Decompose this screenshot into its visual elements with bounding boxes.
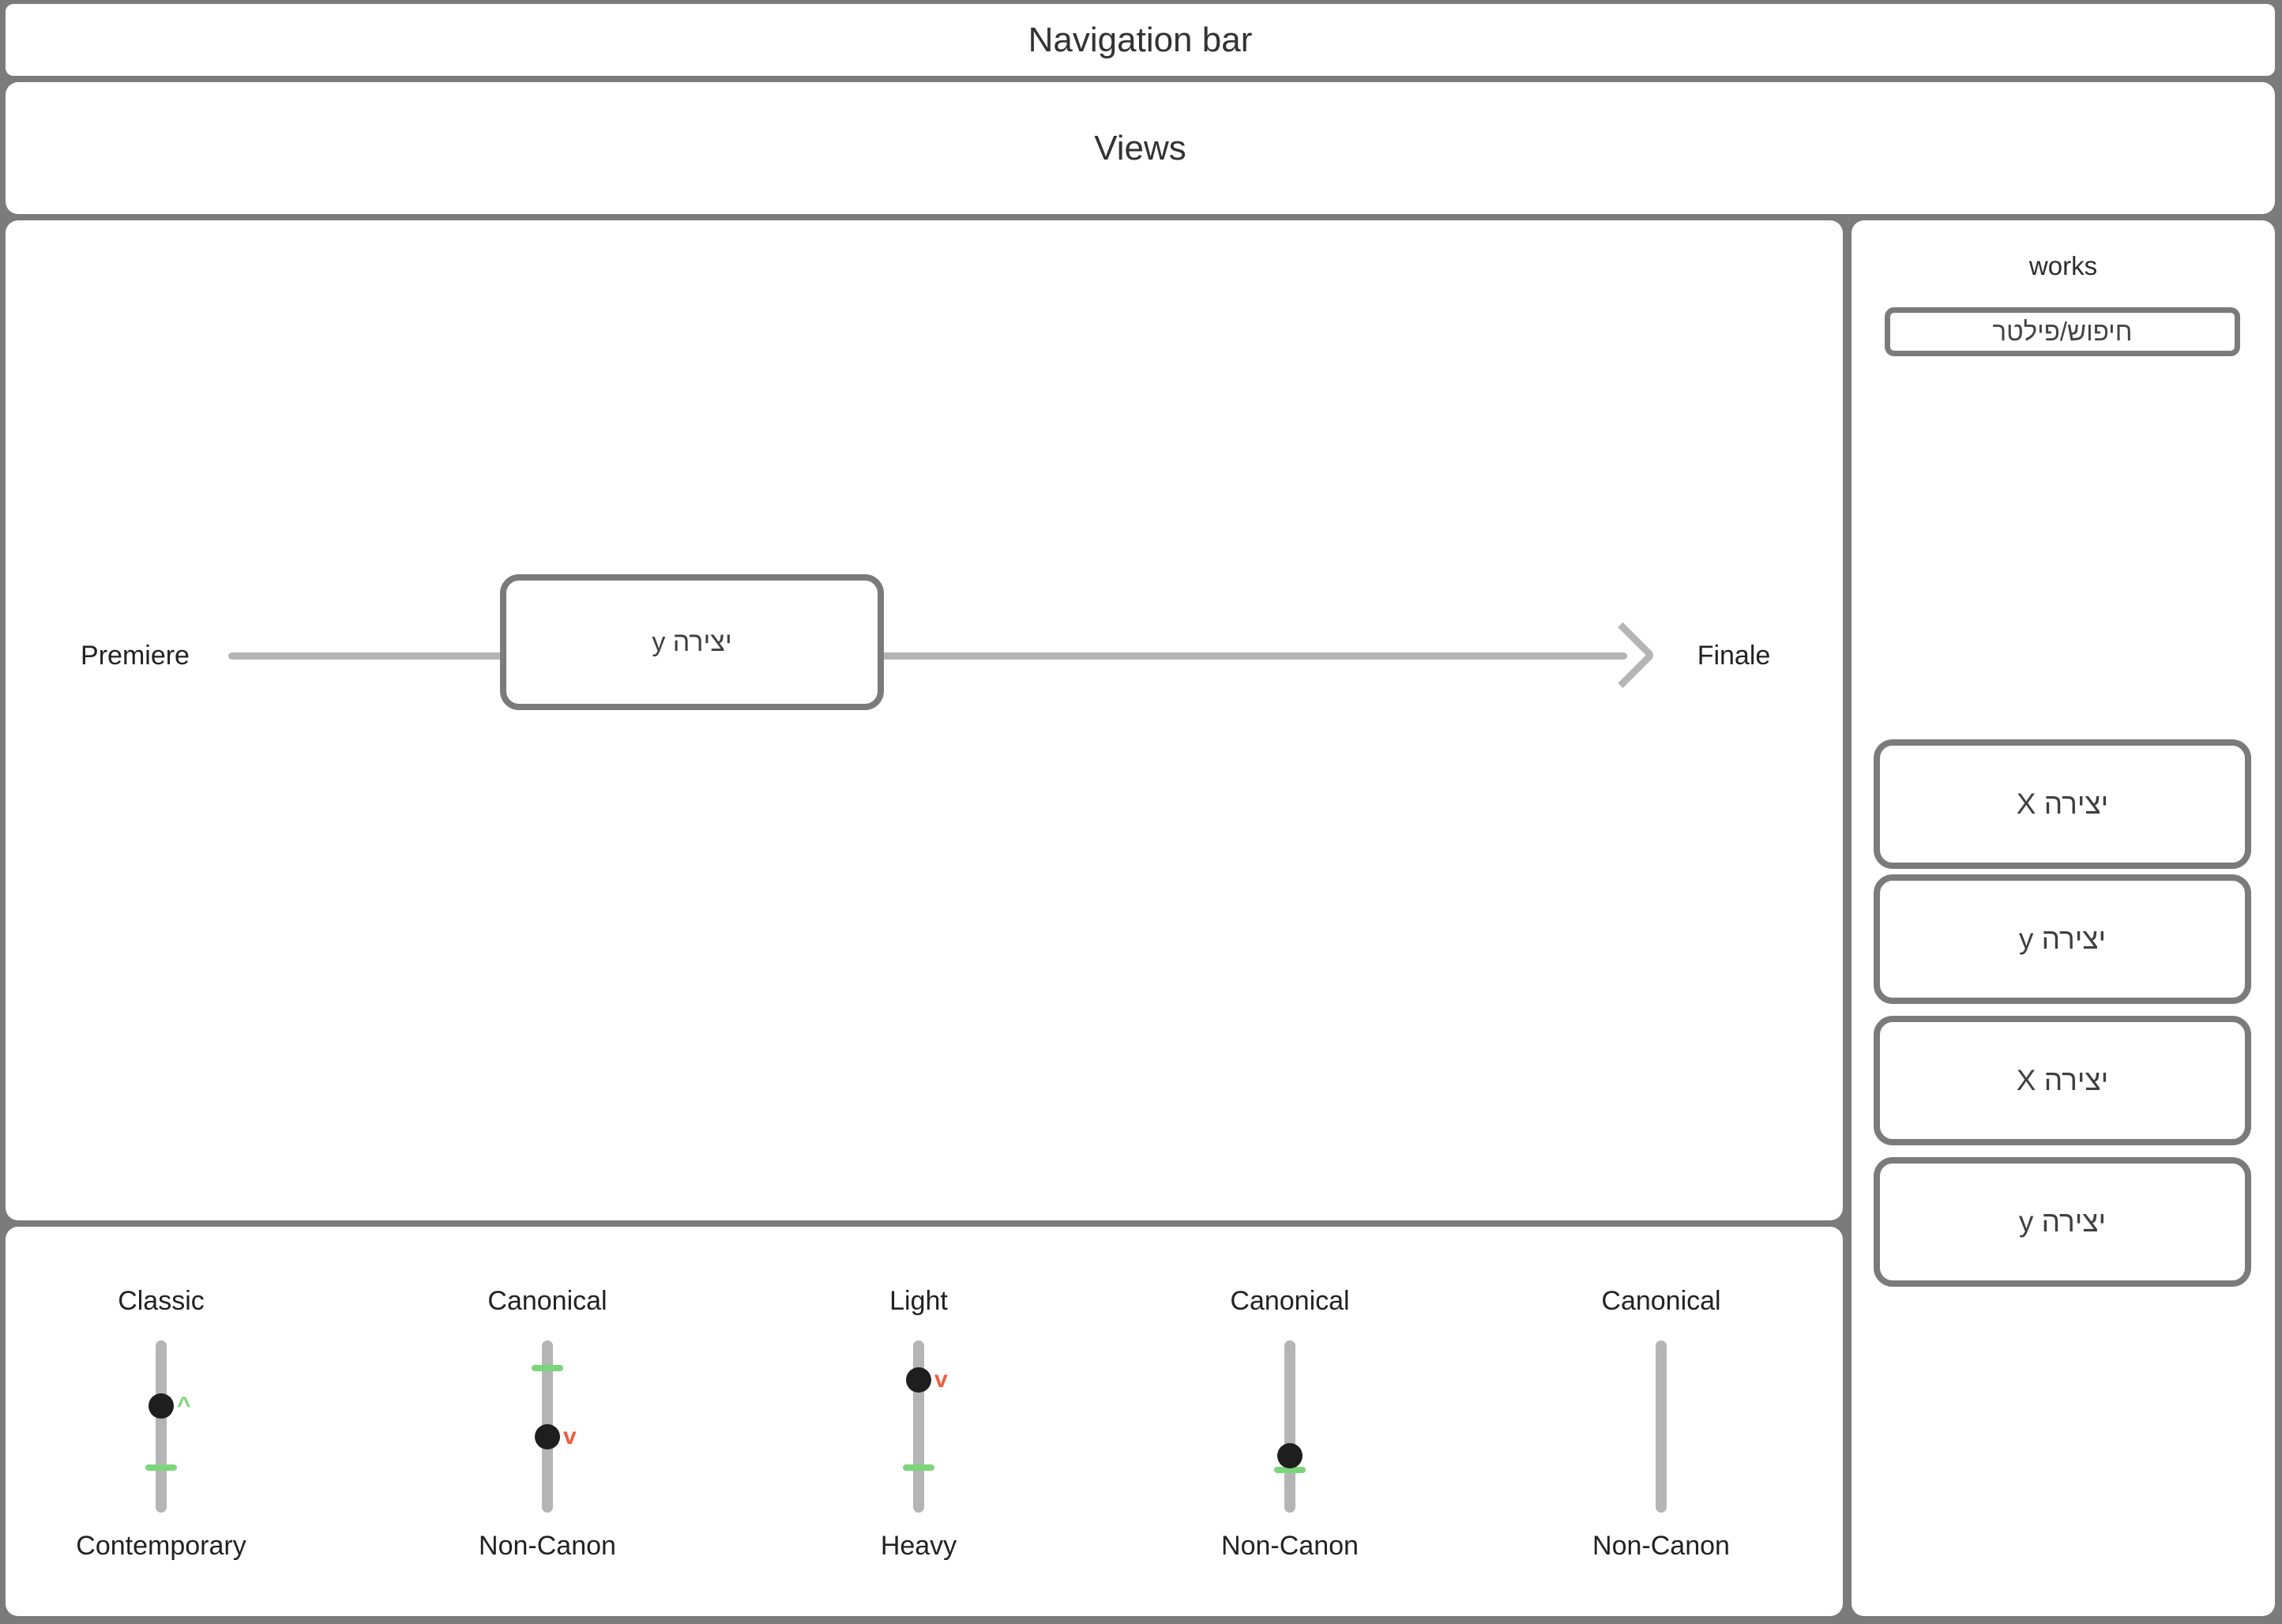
slider-top-label: Canonical <box>1601 1286 1721 1316</box>
work-list-item[interactable]: יצירה X <box>1874 1016 2251 1145</box>
slider-bottom-label: Non-Canon <box>1221 1531 1359 1561</box>
trend-indicator-icon: ^ <box>177 1392 191 1419</box>
sidebar-title: works <box>2028 251 2098 280</box>
slider-thumb[interactable] <box>535 1424 560 1450</box>
work-list-item[interactable]: יצירה X <box>1874 739 2251 869</box>
slider-target-tick <box>1274 1466 1306 1473</box>
slider-target-tick <box>145 1464 177 1472</box>
slider-classic-contemporary: Classic ^ Contemporary <box>58 1280 264 1580</box>
navigation-bar: Navigation bar <box>6 4 2275 76</box>
work-list-item[interactable]: יצירה y <box>1874 874 2251 1004</box>
trend-indicator-icon: v <box>934 1366 948 1393</box>
timeline-end-label: Finale <box>1697 641 1771 671</box>
slider-canonical-noncanon-3: Canonical Non-Canon <box>1558 1280 1764 1580</box>
slider-canonical-noncanon-2: Canonical Non-Canon <box>1187 1280 1393 1580</box>
slider-top-label: Light <box>889 1286 948 1316</box>
slider-bottom-label: Contemporary <box>76 1531 246 1561</box>
slider-bottom-label: Heavy <box>880 1531 957 1561</box>
timeline-node-card[interactable]: יצירה y <box>500 574 884 710</box>
slider-track[interactable] <box>1284 1340 1295 1513</box>
work-list-item[interactable]: יצירה y <box>1874 1157 2251 1287</box>
views-bar: Views <box>6 82 2275 214</box>
search-filter-input[interactable] <box>1885 307 2240 356</box>
sliders-panel <box>6 1227 1843 1616</box>
slider-top-label: Canonical <box>1230 1286 1350 1316</box>
views-title: Views <box>1094 128 1186 167</box>
slider-thumb[interactable] <box>148 1393 174 1419</box>
slider-track[interactable] <box>1656 1340 1667 1513</box>
work-item-label: יצירה X <box>2016 1064 2109 1096</box>
slider-track[interactable] <box>913 1340 924 1513</box>
slider-target-tick <box>532 1364 563 1371</box>
trend-indicator-icon: v <box>563 1423 577 1450</box>
timeline-start-label: Premiere <box>81 641 190 671</box>
slider-thumb[interactable] <box>906 1367 931 1393</box>
slider-top-label: Classic <box>118 1286 205 1316</box>
work-item-label: יצירה y <box>2018 1205 2107 1238</box>
timeline-line <box>228 652 1627 660</box>
timeline-node-label: יצירה y <box>652 626 732 657</box>
navigation-bar-title: Navigation bar <box>1028 20 1253 59</box>
timeline-canvas <box>6 220 1843 1220</box>
slider-bottom-label: Non-Canon <box>479 1531 616 1561</box>
slider-top-label: Canonical <box>487 1286 607 1316</box>
slider-target-tick <box>903 1464 934 1472</box>
work-item-label: יצירה y <box>2018 923 2107 955</box>
slider-bottom-label: Non-Canon <box>1592 1531 1730 1561</box>
slider-canonical-noncanon-1: Canonical v Non-Canon <box>445 1280 650 1580</box>
slider-light-heavy: Light v Heavy <box>816 1280 1021 1580</box>
slider-track[interactable] <box>156 1340 167 1513</box>
slider-thumb[interactable] <box>1277 1443 1303 1469</box>
work-item-label: יצירה X <box>2016 788 2109 820</box>
